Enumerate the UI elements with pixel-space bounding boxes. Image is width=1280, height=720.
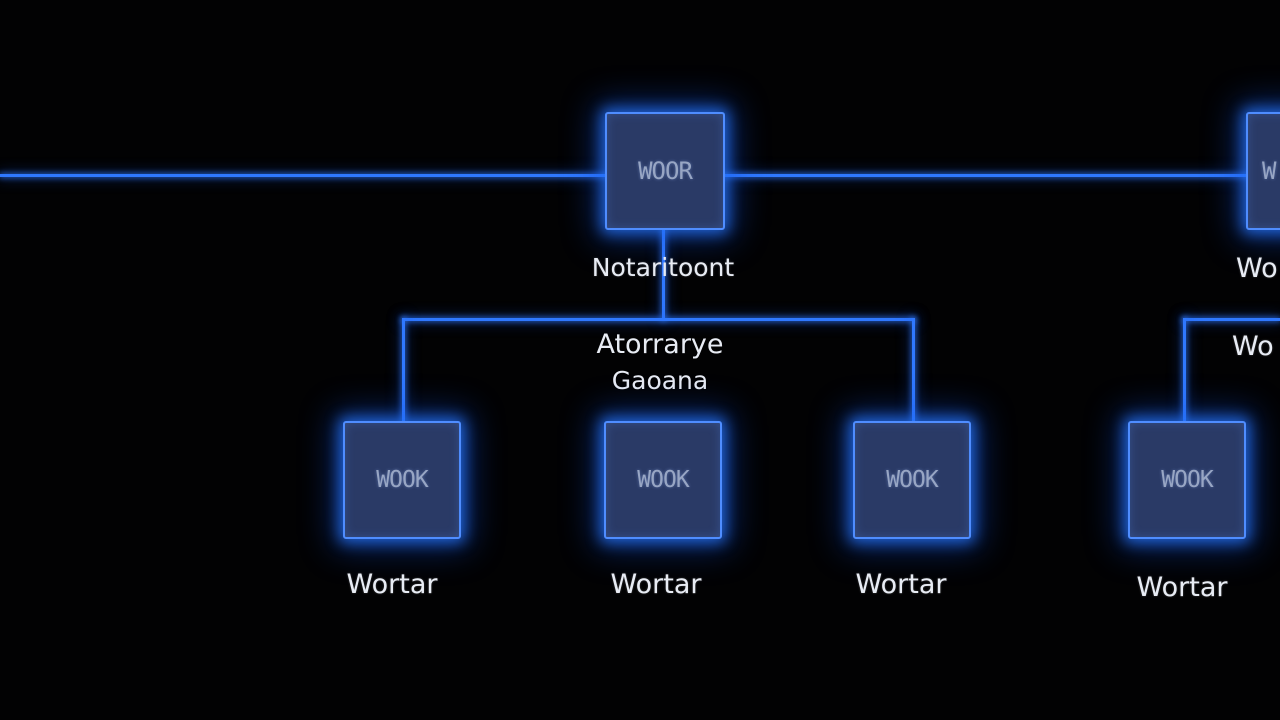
right-branch-drop-connector <box>1183 318 1186 422</box>
worker-node-tag: WOOK <box>637 467 689 493</box>
top-node: WOOR <box>605 112 725 230</box>
right-partial-node-tag: W <box>1262 157 1276 185</box>
branch-label-line-1: Atorrarye <box>596 329 724 360</box>
top-node-tag: WOOR <box>638 157 693 185</box>
worker-node: WOOK <box>1128 421 1246 539</box>
worker-node-tag: WOOK <box>1161 467 1213 493</box>
worker-label: Wortar <box>855 569 947 600</box>
top-node-down-connector <box>662 228 665 320</box>
branch-horizontal-connector <box>402 318 915 321</box>
worker-node-tag: WOOK <box>376 467 428 493</box>
worker-node: WOOK <box>343 421 461 539</box>
right-branch-horizontal-connector <box>1183 318 1280 321</box>
branch-label-line-2: Gaoana <box>611 366 709 395</box>
worker-node-tag: WOOK <box>886 467 938 493</box>
left-worker-drop-connector <box>402 318 405 422</box>
worker-label: Wortar <box>610 569 702 600</box>
right-partial-label-top: Wo <box>1236 253 1278 284</box>
worker-node: WOOK <box>853 421 971 539</box>
right-partial-label-mid: Wo <box>1232 331 1274 362</box>
worker-label: Wortar <box>1136 572 1228 603</box>
right-worker-drop-connector <box>912 318 915 422</box>
worker-node: WOOK <box>604 421 722 539</box>
worker-label: Wortar <box>346 569 438 600</box>
right-partial-node: W <box>1246 112 1280 230</box>
branch-label: Atorrarye Gaoana <box>560 327 760 399</box>
top-node-label: Notaritoont <box>591 253 735 282</box>
